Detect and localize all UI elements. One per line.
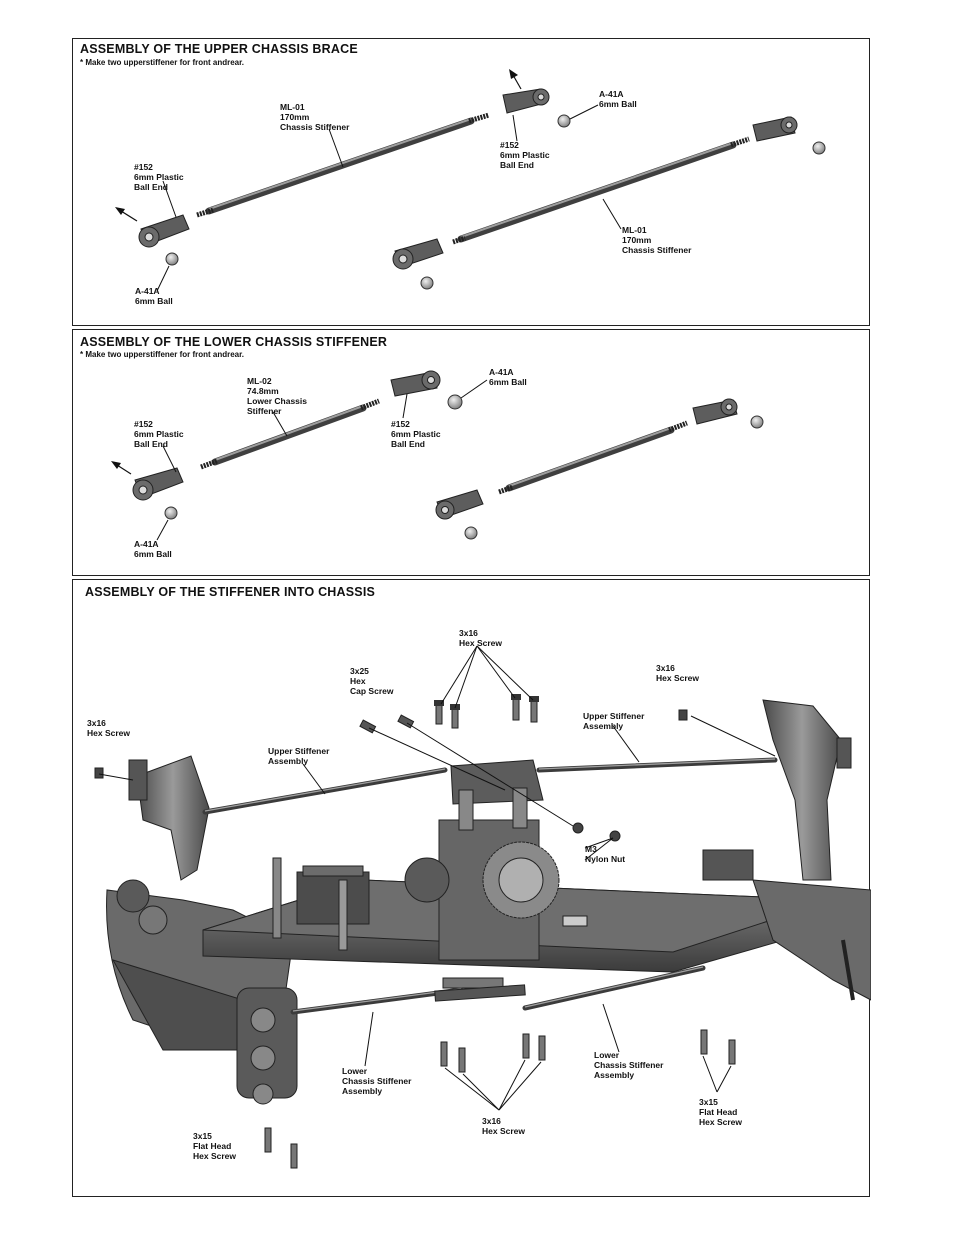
panel-note: * Make two upperstiffener for front andr…	[80, 58, 245, 67]
leader-line	[156, 519, 169, 541]
flat-head-screw-icon	[264, 1029, 736, 1169]
stiffener-into-chassis-panel: ASSEMBLY OF THE STIFFENER INTO CHASSIS	[72, 579, 871, 1197]
label-hex-screw-left: 3x16 Hex Screw	[87, 718, 130, 738]
ball-right	[812, 141, 826, 155]
shock-tower-left	[128, 755, 210, 881]
servo	[272, 857, 370, 951]
leader-line	[602, 198, 622, 230]
label-flat-head-left: 3x15 Flat Head Hex Screw	[193, 1131, 236, 1161]
upper-stiffener-right	[536, 757, 778, 773]
plastic-ball-end-bottom	[435, 489, 484, 520]
shock-tower-right	[762, 699, 852, 881]
label-lower-stiffener-left: Lower Chassis Stiffener Assembly	[342, 1066, 412, 1096]
label-flat-head-right: 3x15 Flat Head Hex Screw	[699, 1097, 742, 1127]
lower-stiffener-rod-2	[498, 420, 688, 495]
leader-line	[272, 411, 288, 437]
ball-right	[750, 415, 764, 429]
leader-line	[402, 393, 408, 419]
arrow-icon	[111, 461, 132, 475]
hex-screw-icon	[678, 709, 688, 721]
upper-chassis-brace-panel: ASSEMBLY OF THE UPPER CHASSIS BRACE * Ma…	[72, 38, 870, 326]
lower-chassis-stiffener-panel: ASSEMBLY OF THE LOWER CHASSIS STIFFENER …	[72, 329, 870, 576]
label-ballend-mid: #152 6mm Plastic Ball End	[391, 419, 441, 449]
label-ml02: ML-02 74.8mm Lower Chassis Stiffener	[247, 376, 307, 416]
label-ball-bottom-left: A-41A 6mm Ball	[135, 286, 173, 306]
arrow-icon	[115, 207, 138, 222]
label-upper-stiffener-right: Upper Stiffener Assembly	[583, 711, 645, 731]
label-cap-screw: 3x25 Hex Cap Screw	[350, 666, 394, 696]
plastic-ball-end-bottom	[392, 238, 444, 270]
leader-line	[512, 114, 518, 142]
ball-left	[165, 252, 179, 266]
chassis-stiffener-rod-1	[196, 112, 490, 218]
rear-suspension-right	[702, 849, 871, 1001]
hex-screw-icon	[434, 694, 539, 729]
hex-screw-icon	[440, 1033, 546, 1073]
leader-line	[328, 128, 344, 168]
leader-line	[162, 180, 177, 218]
label-ml01-a: ML-01 170mm Chassis Stiffener	[280, 102, 350, 132]
lower-stiffener-left	[290, 987, 464, 1015]
lower-stiffener-right	[522, 965, 706, 1011]
chassis-assembly-illustration	[94, 645, 871, 1169]
panel-title: ASSEMBLY OF THE STIFFENER INTO CHASSIS	[85, 585, 376, 599]
label-ball-top: A-41A 6mm Ball	[599, 89, 637, 109]
plastic-ball-end-left	[138, 214, 190, 248]
label-ballend-left: #152 6mm Plastic Ball End	[134, 162, 184, 192]
hex-screw-icon	[94, 767, 104, 779]
label-ml01-b: ML-01 170mm Chassis Stiffener	[622, 225, 692, 255]
lower-stiffener-rod-1	[200, 398, 380, 470]
ball-top	[447, 394, 463, 410]
label-nylon-nut: M3 Nylon Nut	[585, 844, 626, 864]
ball-bottom	[464, 526, 478, 540]
panel-title: ASSEMBLY OF THE LOWER CHASSIS STIFFENER	[80, 335, 388, 349]
panel-note: * Make two upperstiffener for front andr…	[80, 350, 245, 359]
label-hex-screw-bottom: 3x16 Hex Screw	[482, 1116, 525, 1136]
label-ball-bottom-left: A-41A 6mm Ball	[134, 539, 172, 559]
label-hex-screw-right: 3x16 Hex Screw	[656, 663, 699, 683]
plastic-ball-end-left	[132, 467, 184, 501]
plastic-ball-end-mid	[390, 370, 441, 397]
chassis-stiffener-rod-2	[452, 136, 750, 245]
label-lower-stiffener-right: Lower Chassis Stiffener Assembly	[594, 1050, 664, 1080]
plastic-ball-end-mid	[502, 88, 550, 114]
lower-brace-plate	[434, 984, 526, 1002]
leader-line	[569, 104, 599, 120]
plastic-ball-end-right	[692, 398, 738, 425]
label-upper-stiffener-left: Upper Stiffener Assembly	[268, 746, 330, 766]
ball-bottom	[420, 276, 434, 290]
ball-left	[164, 506, 178, 520]
label-ball-top: A-41A 6mm Ball	[489, 367, 527, 387]
leader-line	[460, 379, 488, 399]
plastic-ball-end-right	[752, 116, 798, 142]
arrow-icon	[509, 69, 522, 90]
leader-line	[162, 445, 177, 473]
lower-stiffener-illustration	[111, 370, 764, 541]
label-ballend-left: #152 6mm Plastic Ball End	[134, 419, 184, 449]
leader-lines	[98, 645, 776, 1111]
panel-title: ASSEMBLY OF THE UPPER CHASSIS BRACE	[80, 42, 358, 56]
upper-brace-illustration	[115, 69, 826, 292]
leader-line	[156, 265, 170, 292]
label-hex-screw-top: 3x16 Hex Screw	[459, 628, 502, 648]
ball-top	[557, 114, 571, 128]
center-gearbox	[404, 819, 560, 989]
label-ballend-mid: #152 6mm Plastic Ball End	[500, 140, 550, 170]
upper-stiffener-left	[202, 767, 448, 815]
cap-screw-icon	[359, 714, 415, 734]
